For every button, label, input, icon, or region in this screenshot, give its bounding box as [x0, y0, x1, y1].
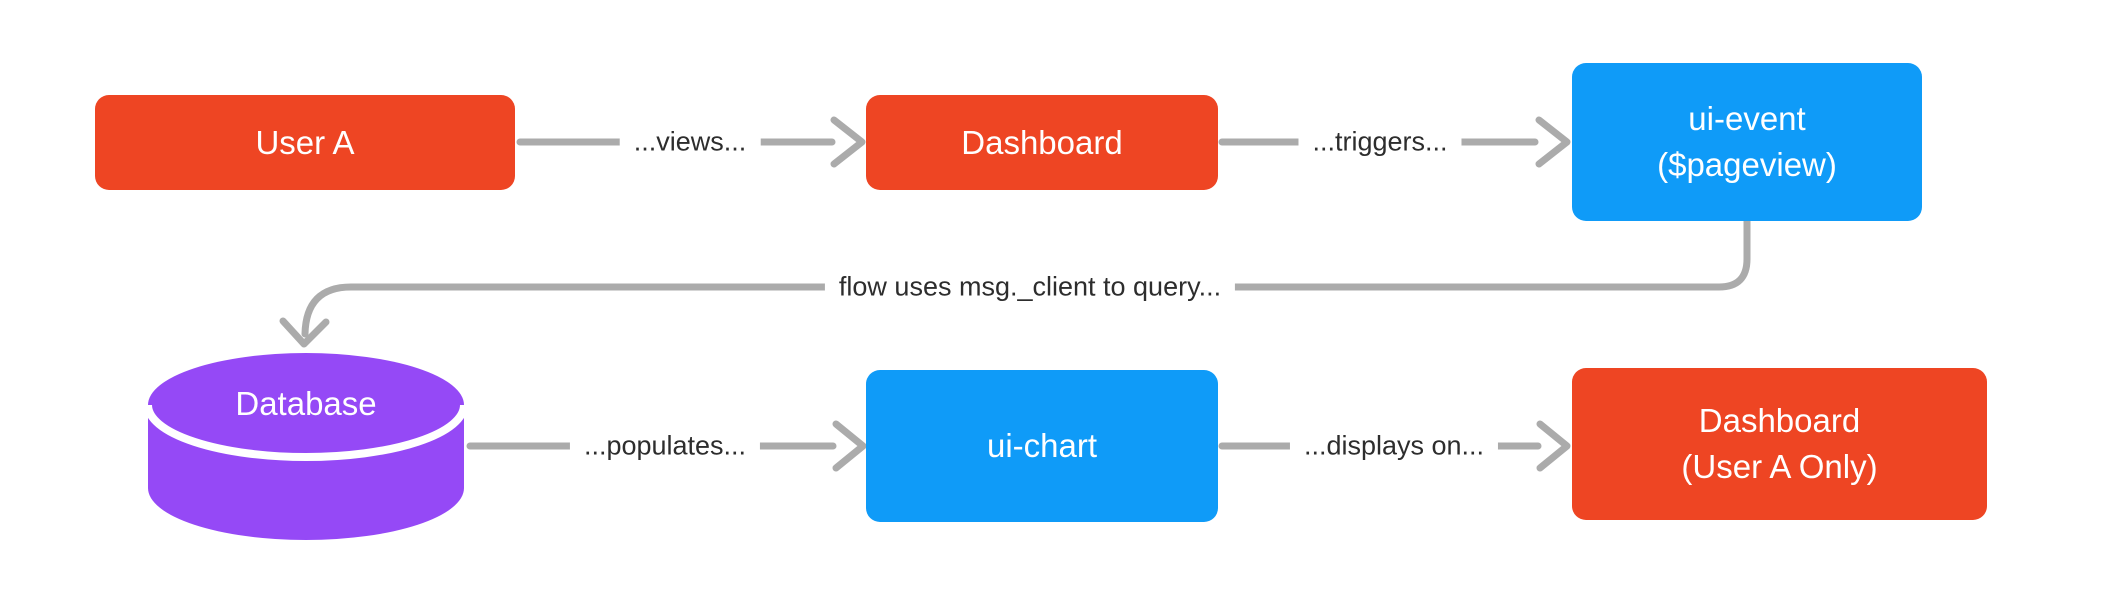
database-cylinder-icon: [144, 353, 468, 540]
node-user-a-label: User A: [255, 123, 355, 161]
node-ui-chart-label: ui-chart: [986, 427, 1098, 464]
node-database-label: Database: [235, 385, 377, 422]
edge-label-populates: ...populates...: [569, 428, 761, 464]
node-dashboard-label: Dashboard: [961, 123, 1123, 161]
edge-label-views: ...views...: [619, 124, 761, 160]
database-cylinder-top: [148, 353, 464, 457]
node-dashboard: Dashboard: [866, 95, 1218, 190]
edge-label-query: flow uses msg._client to query...: [824, 269, 1236, 305]
node-dashboard-user-a-only: Dashboard (User A Only): [1572, 368, 1987, 520]
node-ui-event-label-line1: ui-event: [1688, 100, 1806, 137]
node-user-a: User A: [95, 95, 515, 190]
arrowhead-down-icon: [279, 317, 330, 348]
database-cylinder-seam: [144, 404, 468, 461]
edge-label-displays-on: ...displays on...: [1289, 428, 1499, 464]
arrowhead-right-icon: [1536, 420, 1571, 472]
node-dashboard-user-a-only-label-line2: (User A Only): [1681, 448, 1878, 485]
arrowhead-right-icon: [1535, 116, 1571, 168]
node-ui-event: ui-event ($pageview): [1572, 63, 1922, 221]
arrowhead-right-icon: [832, 420, 867, 472]
edge-query-line: [301, 217, 1751, 338]
node-ui-event-label-line2: ($pageview): [1657, 146, 1837, 183]
node-ui-chart: ui-chart: [866, 370, 1218, 522]
edge-label-triggers: ...triggers...: [1298, 124, 1462, 160]
arrowhead-right-icon: [830, 116, 866, 168]
node-dashboard-user-a-only-label-line1: Dashboard: [1698, 402, 1861, 439]
